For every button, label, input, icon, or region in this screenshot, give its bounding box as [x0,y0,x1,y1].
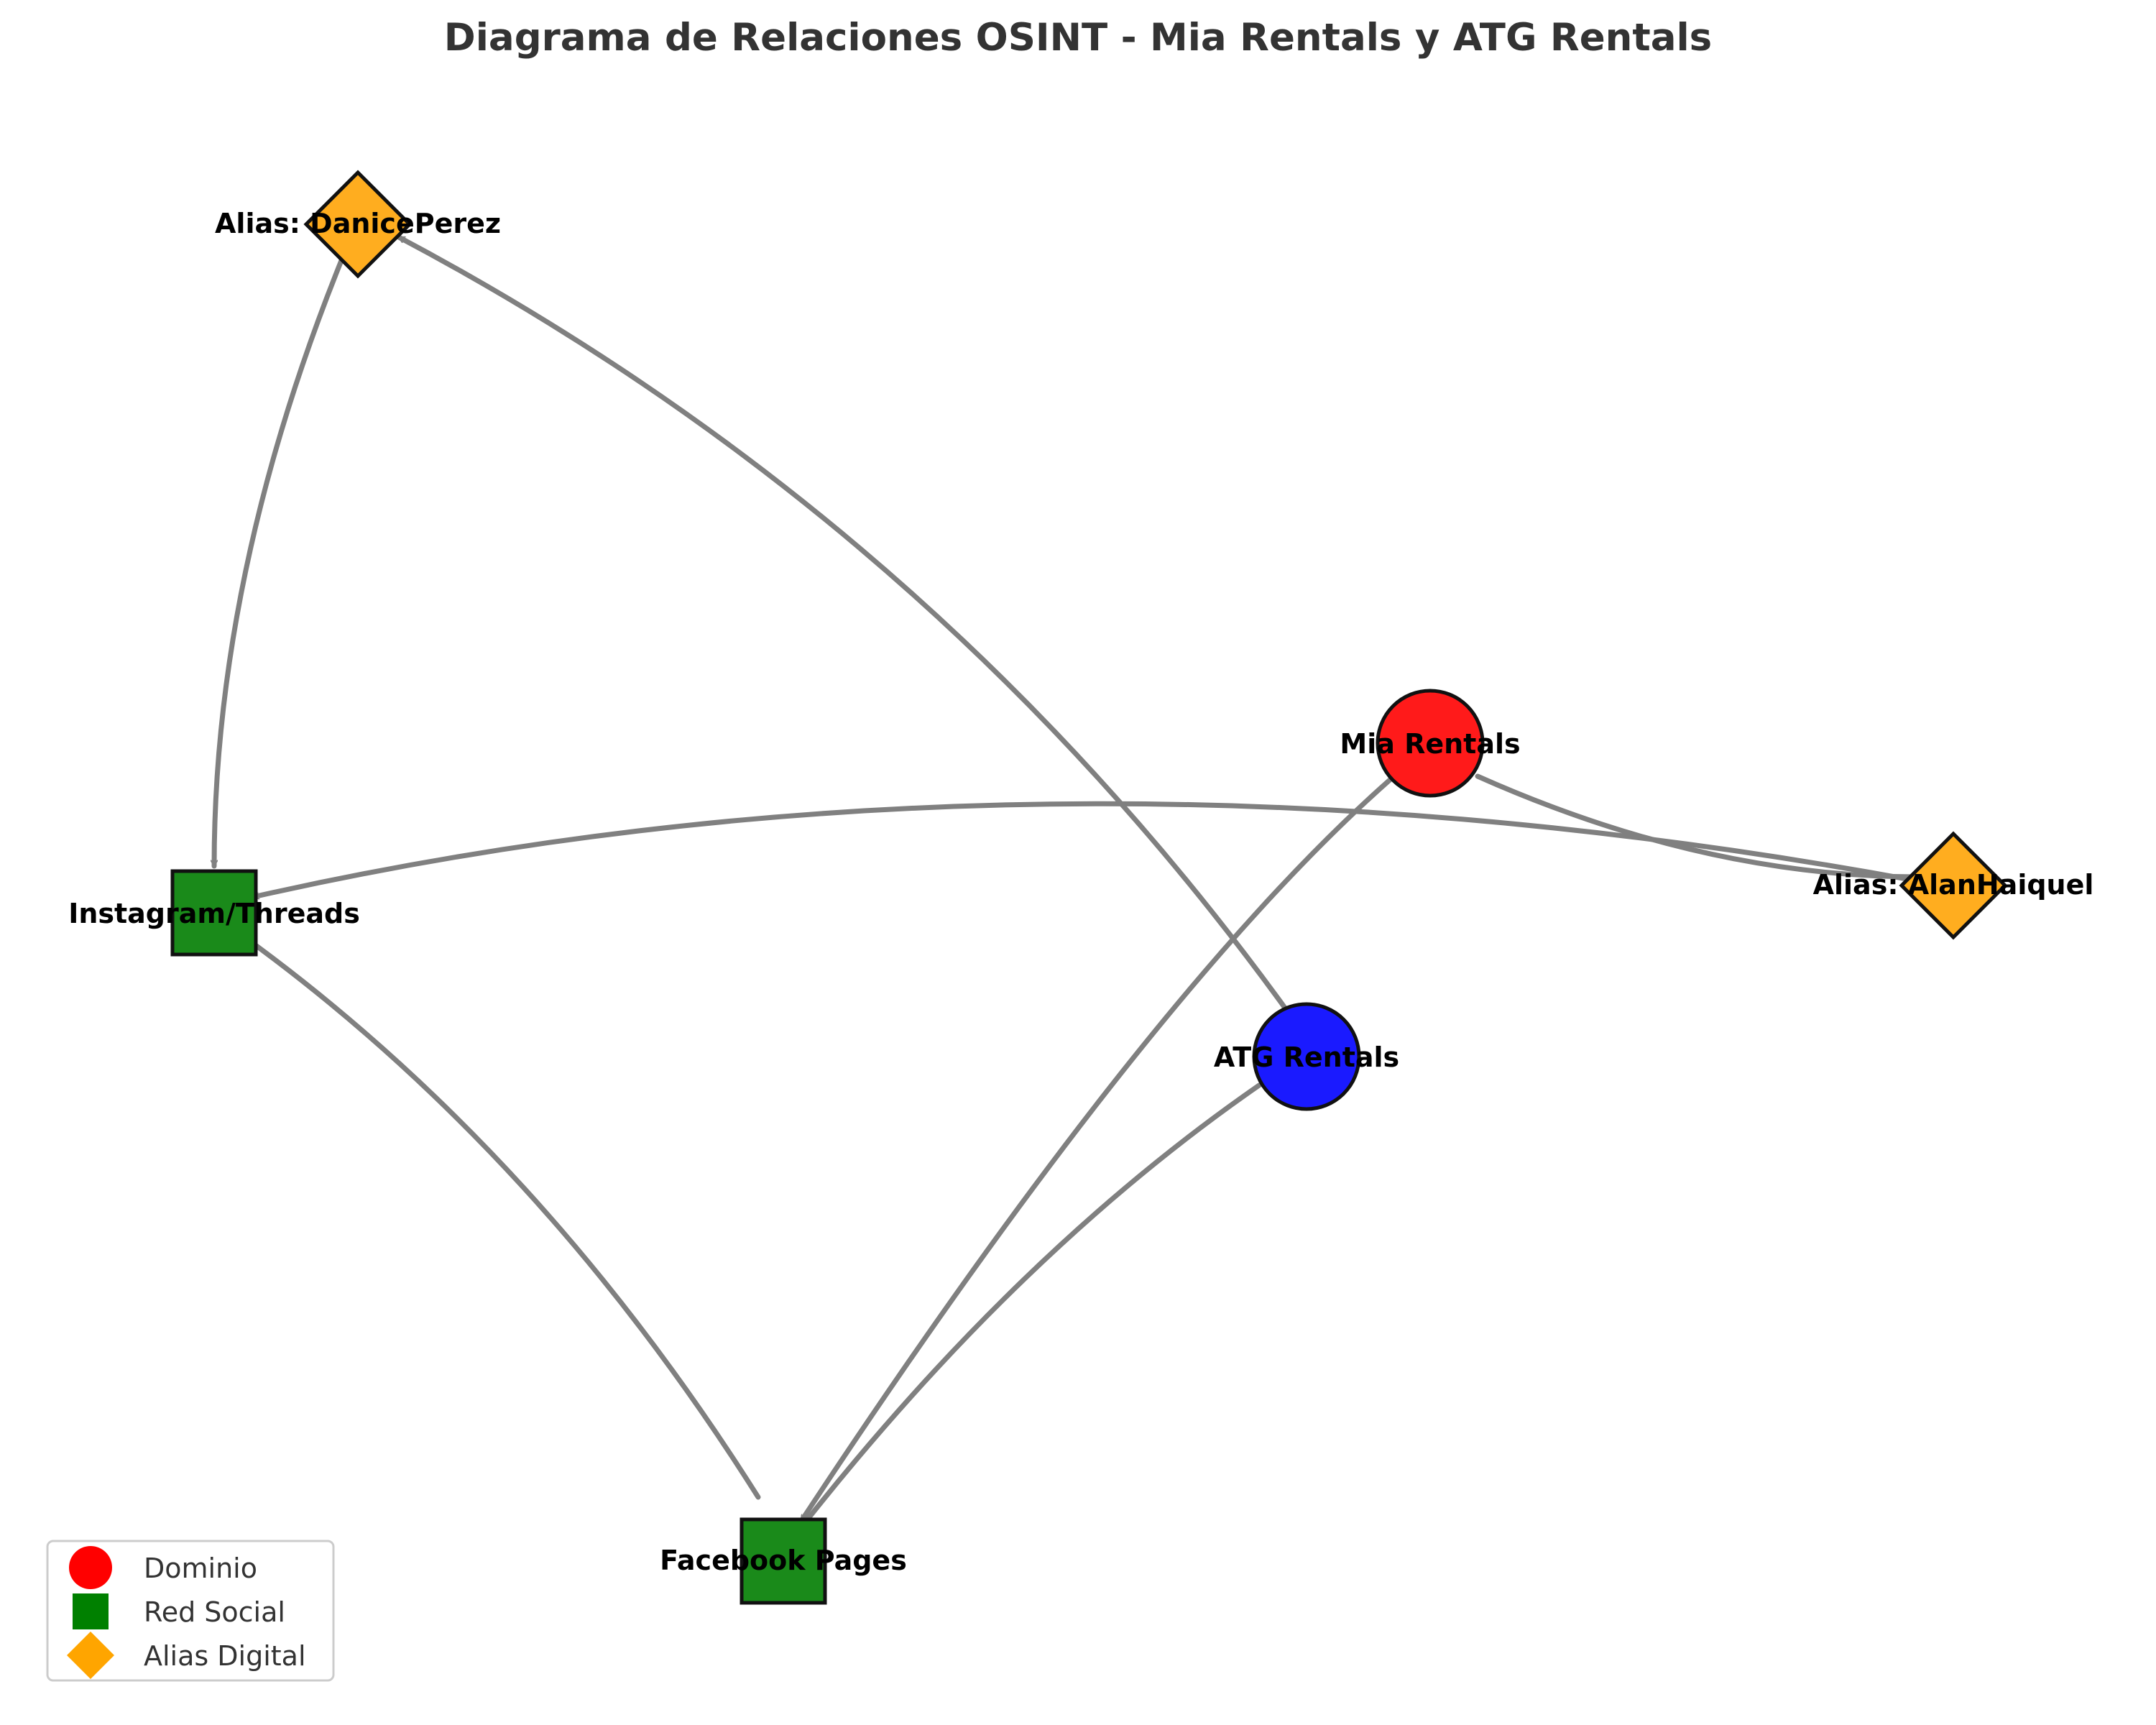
edge-atg-to-danice [396,234,1293,1018]
node-alias-alanhaiquel[interactable] [1899,831,2008,940]
node-label-instagram-threads: Instagram/Threads [68,898,360,929]
node-label-alias-daniceperez: Alias: DanicePerez [215,208,501,239]
node-atg-rentals[interactable] [1252,1002,1361,1111]
atg-rentals-circle [1252,1002,1361,1111]
legend-social-marker [73,1593,109,1629]
legend-alias-marker [67,1632,114,1679]
edge-mia-to-facebook [798,777,1393,1524]
edge-mia-to-alan [1475,773,1922,877]
legend-label-dominio: Dominio [144,1552,257,1584]
alias-daniceperez-diamond [303,170,413,279]
mia-rentals-circle [1376,689,1485,798]
edges [214,234,1922,1524]
facebook-pages-square [740,1517,827,1605]
legend-label-red-social: Red Social [144,1596,285,1628]
edge-alan-to-instagram [250,801,1922,897]
edge-danice-to-instagram [214,256,345,869]
node-alias-daniceperez[interactable] [303,170,413,279]
diagram-title: Diagrama de Relaciones OSINT - Mia Renta… [444,16,1712,60]
alias-alanhaiquel-diamond [1899,831,2008,940]
node-instagram-threads[interactable] [170,869,258,957]
node-label-facebook-pages: Facebook Pages [660,1545,907,1576]
node-facebook-pages[interactable] [740,1517,827,1605]
node-label-atg-rentals: ATG Rentals [1214,1041,1399,1073]
legend-label-alias-digital: Alias Digital [144,1640,306,1672]
legend-frame [46,1540,335,1682]
edge-facebook-to-instagram [238,932,761,1500]
node-label-alias-alanhaiquel: Alias: AlanHaiquel [1813,869,2094,901]
legend-domain-marker [69,1546,112,1589]
edge-atg-to-facebook [803,1082,1262,1524]
legend: Dominio Red Social Alias Digital [46,1540,335,1682]
node-label-mia-rentals: Mia Rentals [1340,728,1520,760]
node-mia-rentals[interactable] [1376,689,1485,798]
instagram-threads-square [170,869,258,957]
